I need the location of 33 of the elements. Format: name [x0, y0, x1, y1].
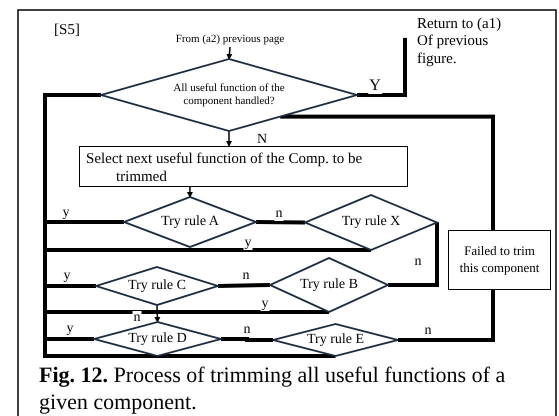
- decision-text: Try rule C: [128, 278, 186, 294]
- decision-text: Try rule B: [300, 276, 358, 294]
- decision-text: Try rule X: [342, 214, 400, 231]
- decision-text: Try rule D: [128, 330, 187, 348]
- edge-label: Y: [368, 78, 382, 94]
- note-text: From (a2) previous page: [150, 33, 310, 47]
- decision-diamond: [101, 59, 357, 131]
- decision-diamond: [124, 197, 256, 247]
- decision-text: All useful function of the component handled?: [172, 82, 286, 108]
- decision-diamond: [270, 258, 388, 312]
- connector-line: [218, 283, 270, 288]
- connector-line: [357, 38, 407, 97]
- connector-line: [226, 46, 232, 60]
- step-label: [S5]: [54, 22, 80, 39]
- decision-diamond: [273, 324, 398, 356]
- note-text: Return to (a1) Of previous figure.: [405, 16, 515, 72]
- connector-line: [256, 220, 306, 224]
- connector-line: [226, 131, 232, 147]
- process-box: Failed to trim this component: [448, 230, 551, 290]
- decision-diamond: [96, 267, 218, 305]
- connector-line: [398, 290, 495, 342]
- connector-line: [280, 114, 495, 230]
- connector-line: [221, 337, 273, 342]
- connector-line: [388, 222, 439, 287]
- decision-diamond: [305, 195, 437, 250]
- process-box: Select next useful function of the Comp. to be trimmed: [79, 146, 408, 187]
- connector-line: [186, 187, 193, 198]
- figure-caption: Fig. 12. Process of trimming all useful functions of a given component.: [39, 361, 506, 415]
- edge-label: n: [274, 207, 284, 221]
- decision-text: Try rule A: [161, 214, 219, 230]
- connector-line: [154, 304, 160, 323]
- connector-line: [43, 93, 336, 358]
- decision-text: Try rule E: [306, 332, 364, 348]
